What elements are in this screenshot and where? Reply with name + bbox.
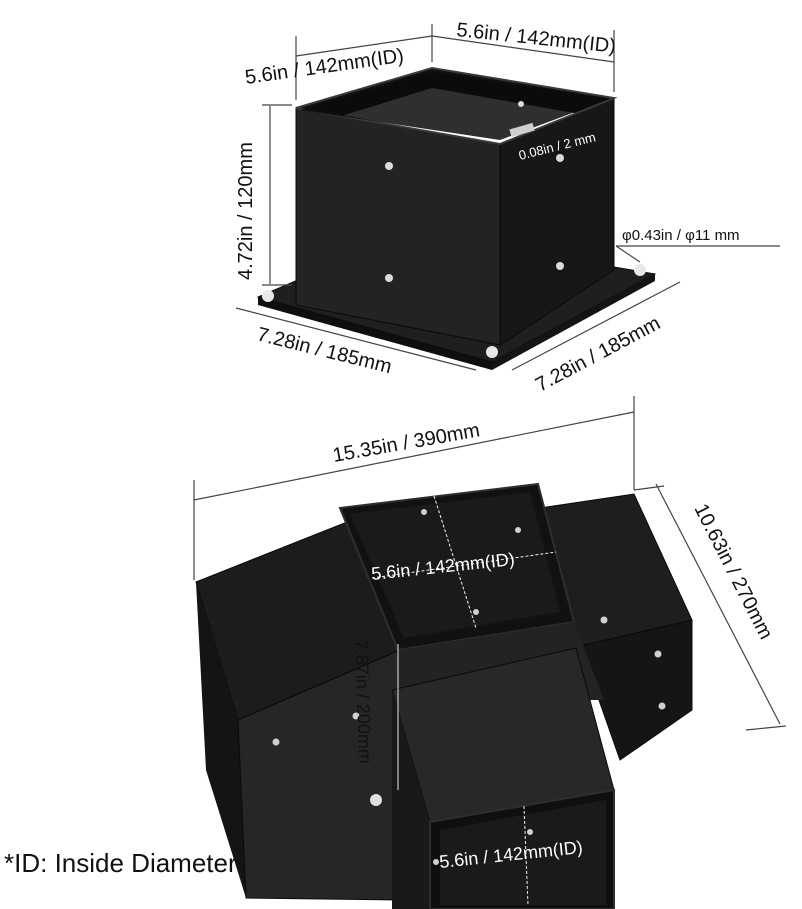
box-left-face xyxy=(295,107,501,346)
dim-total-depth: 10.63in / 270mm xyxy=(690,500,777,643)
side-hole xyxy=(385,162,393,170)
side-hole xyxy=(385,274,393,282)
dim-total-length: 15.35in / 390mm xyxy=(331,419,482,467)
plate-hole xyxy=(634,264,646,276)
dim-hole-diameter: φ0.43in / φ11 mm xyxy=(622,227,740,244)
cross-connector-bracket: 5.6in / 142mm(ID) 5.6in / 142mm(ID) 15.3… xyxy=(193,396,787,909)
plate-hole xyxy=(486,346,498,358)
dim-width-right: 5.6in / 142mm(ID) xyxy=(455,19,616,58)
plate-hole xyxy=(262,290,274,302)
side-hole xyxy=(556,154,564,162)
dim-height: 4.72in / 120mm xyxy=(235,142,257,280)
footnote-id-definition: *ID: Inside Diameter xyxy=(4,848,237,878)
post-base-bracket: 5.6in / 142mm(ID) 5.6in / 142mm(ID) 4.72… xyxy=(235,19,780,396)
dim-arm-height: 7.87in / 200mm xyxy=(351,639,375,764)
side-hole xyxy=(556,262,564,270)
